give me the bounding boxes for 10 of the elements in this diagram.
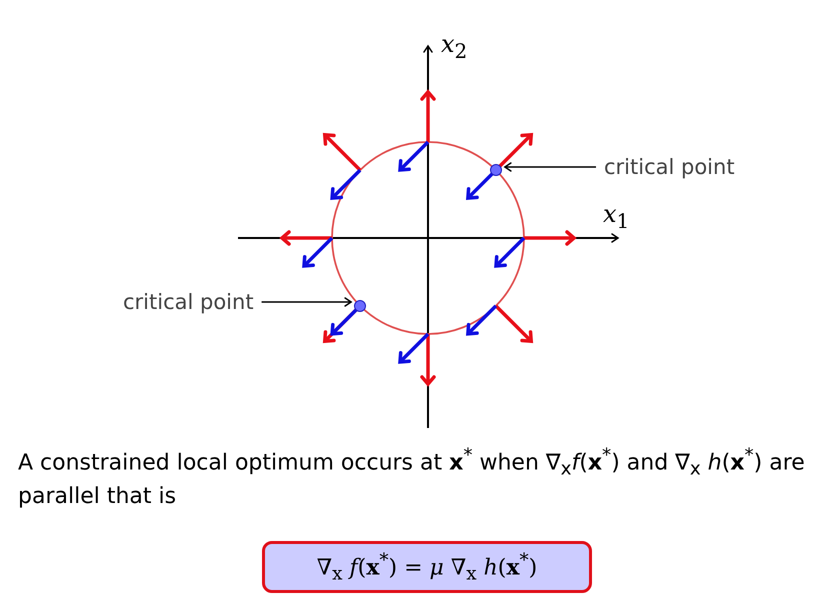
axis-label: x$_{2}$ [441, 30, 468, 63]
callout-label: critical point [604, 155, 735, 179]
leader-arrow [262, 297, 352, 307]
axis-label: x$_{1}$ [603, 200, 630, 233]
formula-box [262, 541, 592, 593]
formula: ∇$_{x}$ f(x$^{*}$) = μ ∇$_{x}$ h(x$^{*}$) [316, 550, 538, 584]
description-text: A constrained local optimum occurs at x$^{*}$ when ∇$_{x}$f(x$^{*}$) and ∇$_{x}$ h(x$^{*}$) are parallel that is [18, 444, 806, 512]
callout-label: critical point [123, 290, 254, 314]
critical-point-dot [354, 300, 366, 312]
leader-arrow [504, 162, 596, 172]
